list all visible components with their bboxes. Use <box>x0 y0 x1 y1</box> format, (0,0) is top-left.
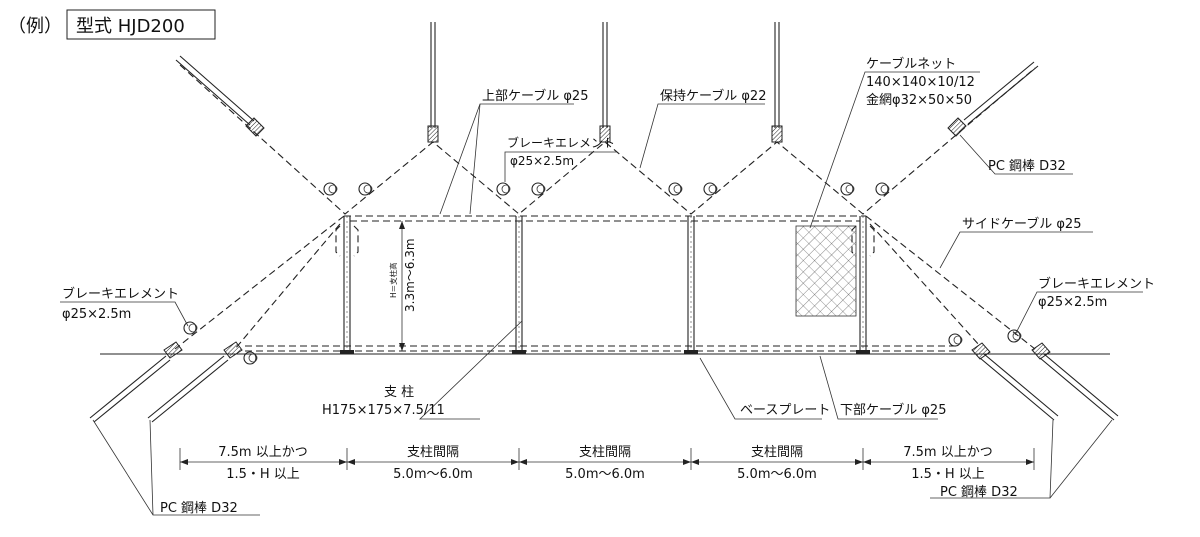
upper-cable-label: 上部ケーブル φ25 <box>482 88 588 104</box>
height-label-2: 3.3m〜6.3m <box>403 238 417 312</box>
side-cable-label: サイドケーブル φ25 <box>962 216 1081 232</box>
dimension-4-line2: 5.0m〜6.0m <box>737 467 817 482</box>
pc-bar-top-right-label: PC 鋼棒 D32 <box>988 159 1066 174</box>
post-3 <box>684 216 698 354</box>
cable-net-label: ケーブルネット <box>866 56 956 72</box>
pc-bar-bottom-left-label: PC 鋼棒 D32 <box>160 501 238 516</box>
post-spec-label: H175×175×7.5/11 <box>322 403 445 418</box>
post-2 <box>512 216 526 354</box>
title-prefix: （例） <box>8 16 62 37</box>
dimension-labels: 7.5m 以上かつ 1.5・H 以上 支柱間隔 5.0m〜6.0m 支柱間隔 5… <box>218 445 992 482</box>
title-box <box>66 9 216 40</box>
brake-element-top-spec: φ25×2.5m <box>510 154 574 168</box>
posts <box>340 216 870 354</box>
top-anchors <box>175 22 1039 143</box>
post-label: 支 柱 <box>384 385 414 400</box>
leader-lines <box>60 71 1143 516</box>
post-4 <box>856 216 870 354</box>
dimension-2-line1: 支柱間隔 <box>407 445 459 460</box>
post-1 <box>340 216 354 354</box>
dimension-5-line2: 1.5・H 以上 <box>911 467 985 482</box>
dimension-5-line1: 7.5m 以上かつ <box>903 445 992 460</box>
brake-element-right-label: ブレーキエレメント <box>1038 276 1155 292</box>
dimension-3-line2: 5.0m〜6.0m <box>565 467 645 482</box>
height-dimension: H＝支柱高 3.3m〜6.3m <box>388 221 417 351</box>
holding-cable-label: 保持ケーブル φ22 <box>660 88 766 104</box>
title-model: 型式 HJD200 <box>76 16 185 37</box>
dimension-1-line1: 7.5m 以上かつ <box>218 445 307 460</box>
dimension-2-line2: 5.0m〜6.0m <box>393 467 473 482</box>
base-plate-label: ベースプレート <box>740 403 830 418</box>
lower-cable-line <box>245 345 960 352</box>
pc-bar-bottom-right-label: PC 鋼棒 D32 <box>940 485 1018 500</box>
holding-cable-line <box>179 64 1036 215</box>
brake-element-top-label: ブレーキエレメント <box>507 135 615 150</box>
dimension-line <box>179 448 1035 470</box>
dimension-3-line1: 支柱間隔 <box>579 445 631 460</box>
cable-net-spec-1: 140×140×10/12 <box>866 75 975 90</box>
brake-element-left-spec: φ25×2.5m <box>62 307 131 322</box>
height-label-1: H＝支柱高 <box>388 262 398 298</box>
brake-element-left-label: ブレーキエレメント <box>62 286 179 302</box>
post-top-brackets <box>335 225 875 257</box>
brake-element-coils <box>183 182 1022 365</box>
lower-cable-label: 下部ケーブル φ25 <box>840 402 946 418</box>
brake-element-right-spec: φ25×2.5m <box>1038 295 1107 310</box>
cable-net-spec-2: 金網φ32×50×50 <box>866 92 972 108</box>
cable-net-panel <box>795 225 857 317</box>
dimension-4-line1: 支柱間隔 <box>751 445 803 460</box>
dimension-1-line2: 1.5・H 以上 <box>226 467 300 482</box>
bottom-anchors <box>89 341 1119 423</box>
side-cables <box>174 215 1036 350</box>
upper-cable-line <box>344 215 866 222</box>
